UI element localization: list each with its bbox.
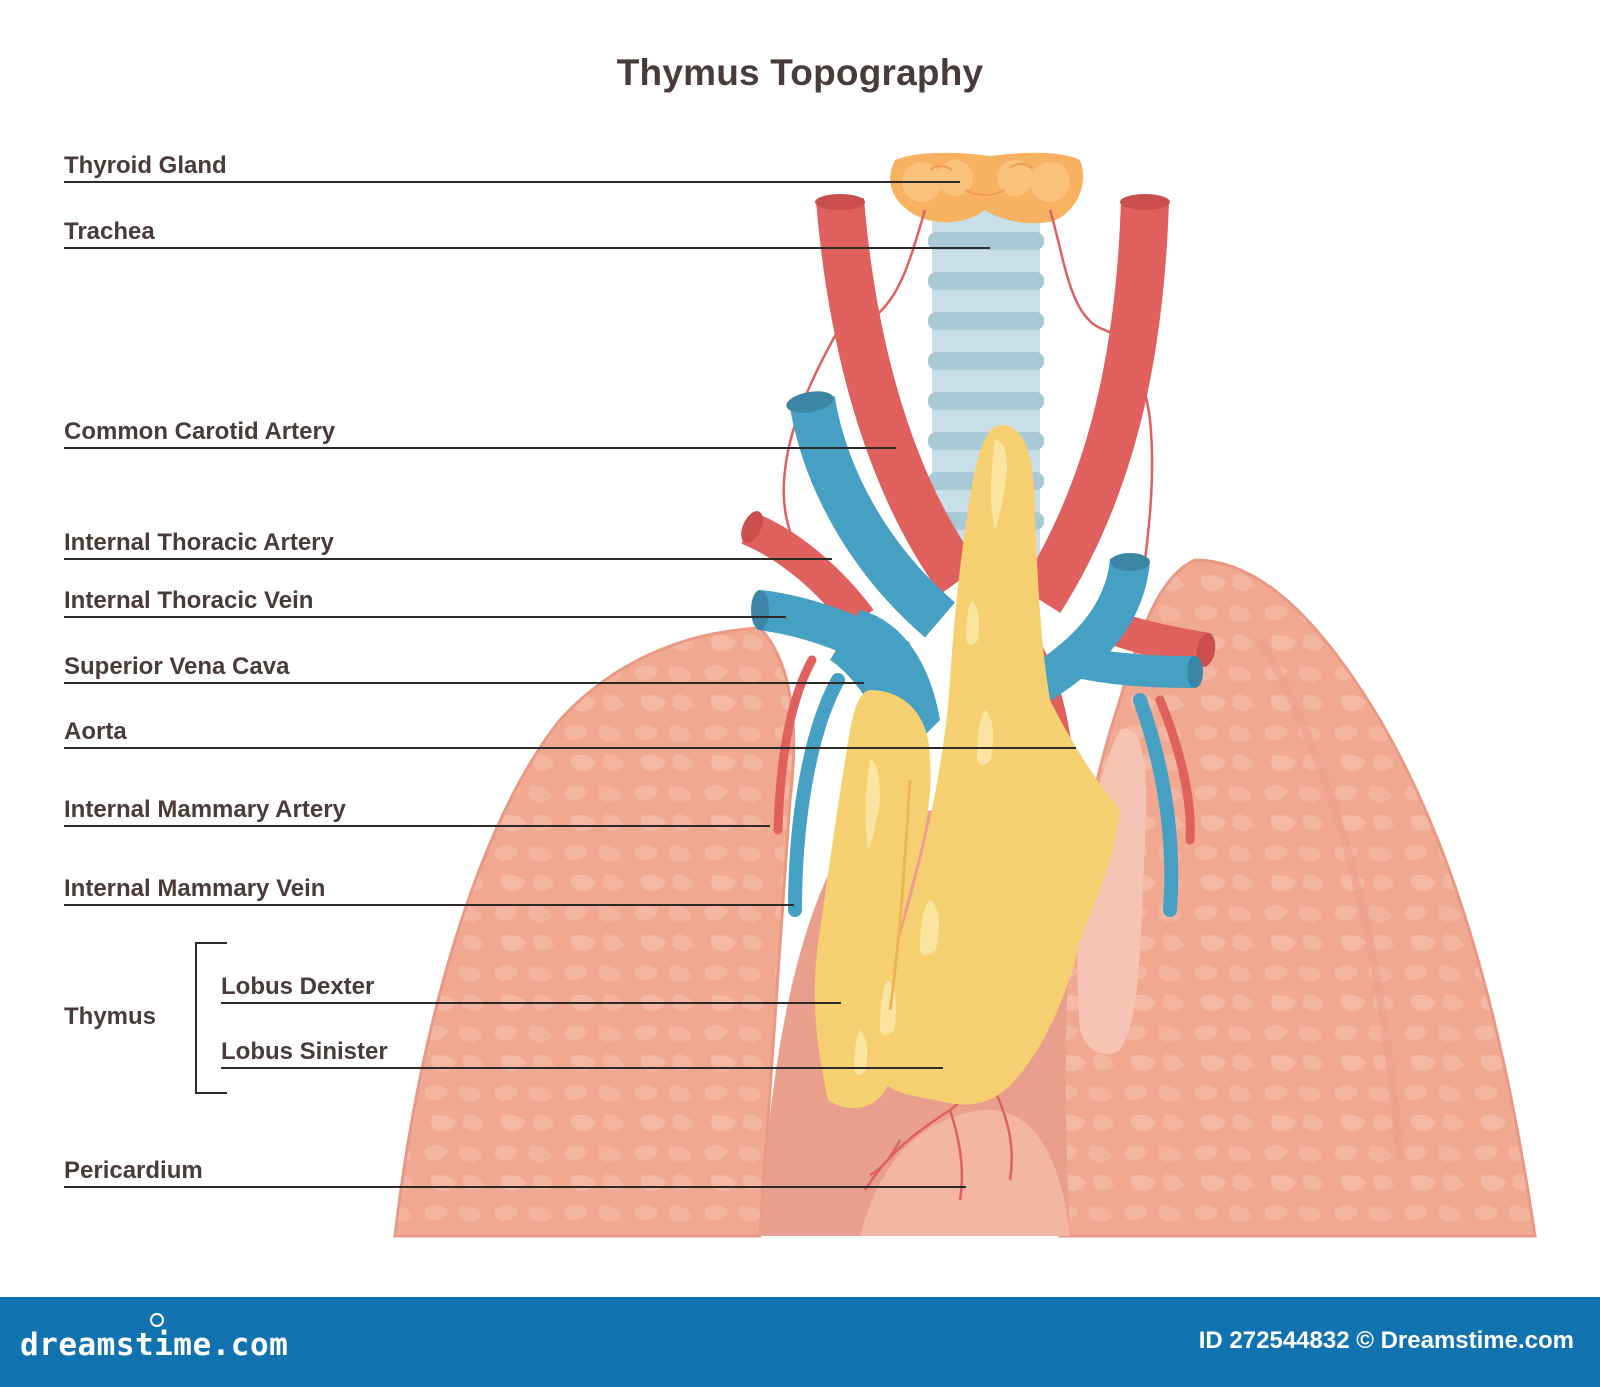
footer-site-logo[interactable]: dreamstime.com (20, 1313, 289, 1363)
thymus-shape (814, 424, 1120, 1109)
footer-image-id: ID 272544832 © Dreamstime.com (1198, 1327, 1574, 1354)
leader-pericardium (64, 1186, 966, 1188)
leader-internal-thoracic-vein (64, 616, 786, 618)
thyroid-gland-shape (890, 152, 1084, 224)
label-thymus: Thymus (64, 1003, 157, 1030)
registered-mark-icon (150, 1313, 164, 1327)
left-internal-thoracic-vein (1066, 644, 1196, 688)
right-brachiocephalic-vein (789, 396, 956, 638)
leader-internal-mammary-artery (64, 825, 770, 827)
left-lung-fold (1256, 637, 1404, 1161)
right-internal-mammary-artery (773, 655, 817, 835)
label-trachea: Trachea (64, 218, 155, 245)
label-internal-mammary-artery: Internal Mammary Artery (64, 796, 346, 823)
thymus-bracket (195, 942, 227, 1094)
thymus-lobus-dexter (814, 690, 931, 1109)
footer-site-text: dreamstime.com (20, 1327, 289, 1363)
footer-bar: dreamstime.com ID 272544832 © Dreamstime… (0, 1297, 1600, 1387)
left-internal-mammary-vein (1133, 693, 1179, 917)
right-internal-mammary-vein (788, 673, 845, 917)
leader-aorta (64, 747, 1076, 749)
label-internal-thoracic-vein: Internal Thoracic Vein (64, 587, 314, 614)
label-pericardium: Pericardium (64, 1157, 203, 1184)
leader-internal-thoracic-artery (64, 558, 832, 560)
label-thyroid-gland: Thyroid Gland (64, 152, 227, 179)
leader-trachea (64, 247, 990, 249)
thymus-lobus-sinister (880, 424, 1120, 1105)
leader-common-carotid-artery (64, 447, 896, 449)
left-internal-thoracic-artery (1114, 613, 1211, 667)
diagram-title: Thymus Topography (616, 52, 984, 93)
left-brachiocephalic-vein (1019, 557, 1150, 708)
label-lobus-sinister: Lobus Sinister (221, 1038, 388, 1065)
leader-thyroid-gland (64, 181, 960, 183)
right-internal-thoracic-artery (741, 512, 874, 631)
right-common-carotid-artery (816, 198, 980, 595)
label-aorta: Aorta (64, 718, 127, 745)
leader-lobus-dexter (221, 1002, 841, 1004)
label-common-carotid-artery: Common Carotid Artery (64, 418, 336, 445)
label-internal-mammary-vein: Internal Mammary Vein (64, 875, 326, 902)
leader-lobus-sinister (221, 1067, 943, 1069)
left-common-carotid-artery (1019, 199, 1169, 613)
left-internal-mammary-artery (1155, 695, 1195, 845)
label-internal-thoracic-artery: Internal Thoracic Artery (64, 529, 334, 556)
leader-superior-vena-cava (64, 682, 864, 684)
label-lobus-dexter: Lobus Dexter (221, 973, 375, 1000)
thymus-anatomy-illustration (64, 152, 1537, 1238)
right-lung (393, 626, 796, 1238)
label-superior-vena-cava: Superior Vena Cava (64, 653, 290, 680)
pericardium-inner (860, 1109, 1070, 1236)
leader-internal-mammary-vein (64, 904, 794, 906)
